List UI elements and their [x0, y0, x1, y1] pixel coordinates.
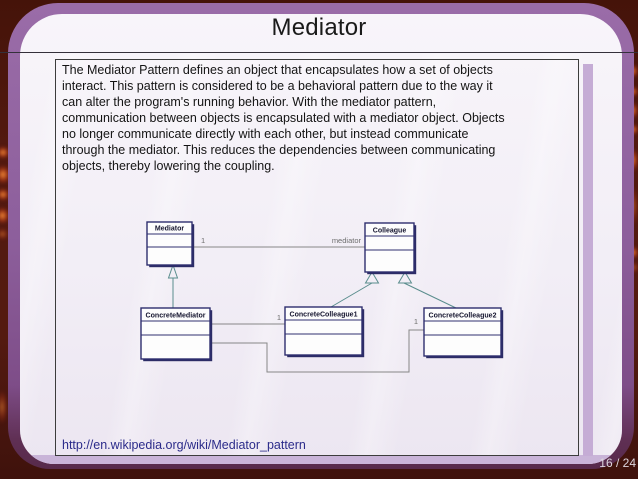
light-streak — [0, 390, 8, 424]
association-line — [210, 329, 424, 373]
generalization-line — [330, 282, 373, 308]
body-text: The Mediator Pattern defines an object t… — [62, 62, 574, 174]
light-streak — [0, 165, 11, 184]
edge-label: mediator — [332, 236, 362, 245]
edge-label: 1 — [201, 236, 205, 245]
class-name-label: ConcreteColleague1 — [290, 312, 358, 319]
class-box-concretecolleague1: ConcreteColleague1 — [284, 306, 365, 358]
class-box-colleague: Colleague — [364, 222, 417, 275]
class-box-concretecolleague2: ConcreteColleague2 — [423, 307, 504, 359]
edge-label: 1 — [277, 313, 281, 322]
light-streak — [0, 188, 10, 201]
class-box-concretemediator: ConcreteMediator — [140, 307, 213, 362]
page-number: 16 / 24 — [599, 456, 636, 470]
body-text-line: can alter the program's running behavior… — [62, 95, 437, 109]
body-text-line: The Mediator Pattern defines an object t… — [62, 63, 493, 77]
class-name-label: Colleague — [373, 228, 407, 235]
generalization-arrow-icon — [167, 263, 179, 279]
wikipedia-link[interactable]: http://en.wikipedia.org/wiki/Mediator_pa… — [62, 438, 306, 452]
slide-title: Mediator — [271, 14, 367, 41]
class-name-label: Mediator — [155, 226, 184, 233]
bottom-accent-band — [20, 455, 622, 464]
generalization-arrow-icon — [364, 271, 380, 284]
light-streak — [0, 207, 10, 224]
light-streak — [0, 146, 10, 159]
body-text-line: interact. This pattern is considered to … — [62, 79, 493, 93]
light-streak — [0, 228, 9, 240]
title-divider-line — [0, 52, 638, 53]
edge-label: 1 — [414, 317, 418, 326]
body-text-line: through the mediator. This reduces the d… — [62, 143, 496, 157]
right-accent-stripe — [583, 64, 593, 456]
body-text-line: objects, thereby lowering the coupling. — [62, 159, 275, 173]
class-name-label: ConcreteColleague2 — [429, 313, 497, 320]
class-name-label: ConcreteMediator — [146, 313, 206, 320]
generalization-line — [403, 282, 457, 309]
content-box: The Mediator Pattern defines an object t… — [55, 59, 579, 456]
class-box-mediator: Mediator — [146, 221, 195, 268]
generalization-arrow-icon — [397, 271, 413, 284]
body-text-line: no longer communicate directly with each… — [62, 127, 469, 141]
body-text-line: communication between objects is encapsu… — [62, 111, 505, 125]
